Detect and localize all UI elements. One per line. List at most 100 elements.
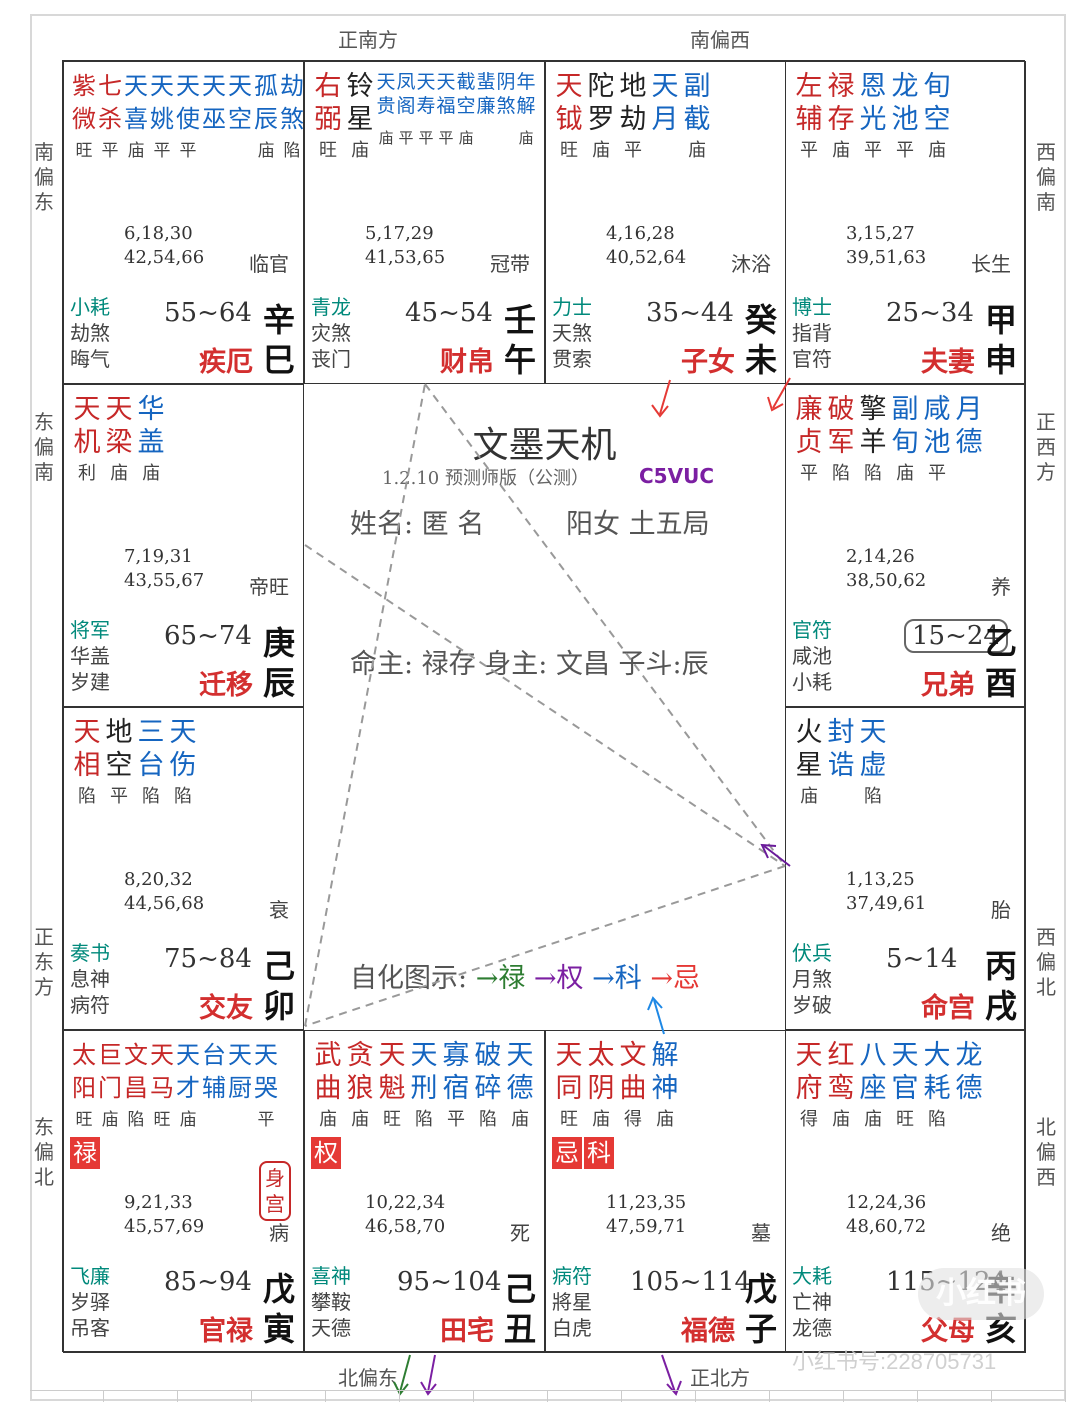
minor-god-0: 伏兵	[792, 941, 832, 965]
minor-star-7: 年解庙	[516, 70, 536, 166]
decade-range[interactable]: 105~114	[630, 1267, 751, 1297]
star-2: 擎羊陷	[857, 393, 889, 489]
star-brightness: 陷	[78, 786, 96, 807]
decade-range[interactable]: 95~104	[397, 1267, 502, 1297]
star-name: 禄存	[827, 71, 855, 135]
star-brightness: 庙	[800, 786, 818, 807]
palace-name[interactable]: 命宫	[921, 993, 975, 1024]
decade-range[interactable]: 15~24	[904, 619, 1008, 653]
decade-range[interactable]: 75~84	[164, 944, 252, 974]
palace-name[interactable]: 田宅	[440, 1316, 494, 1347]
star-brightness: 陷	[127, 1110, 145, 1130]
stem-branch: 乙酉	[985, 623, 1017, 703]
star-brightness: 庙	[351, 140, 369, 161]
star-name: 天府	[795, 1040, 823, 1104]
decade-range[interactable]: 45~54	[405, 298, 493, 328]
palace-name[interactable]: 财帛	[440, 347, 494, 378]
star-brightness: 陷	[415, 1109, 433, 1130]
star-1: 七杀平	[97, 70, 123, 166]
decade-range[interactable]: 85~94	[164, 1267, 252, 1297]
minor-god-1: 將星	[552, 1290, 592, 1314]
decade-range[interactable]: 5~14	[886, 944, 957, 974]
direction-bottom-right: 正北方	[690, 1366, 750, 1390]
growth-stage: 帝旺	[249, 575, 289, 599]
star-name: 巨门	[98, 1041, 122, 1102]
star-5: 月德	[953, 393, 985, 489]
palace-name[interactable]: 交友	[199, 993, 253, 1024]
star-brightness: 平	[101, 141, 119, 161]
age-line: 38,50,62	[846, 570, 927, 591]
star-list: 天机利天梁庙华盖庙	[71, 393, 167, 489]
palace-name[interactable]: 福德	[681, 1316, 735, 1347]
age-line: 44,56,68	[124, 893, 205, 914]
palace-name[interactable]: 子女	[681, 347, 735, 378]
stem-branch-char: 戊	[744, 1270, 777, 1308]
palace-name[interactable]: 兄弟	[921, 670, 975, 701]
star-list: 左辅平禄存庙恩光平龙池平旬空庙	[793, 70, 953, 166]
age-line: 37,49,61	[846, 893, 927, 914]
minor-gods: 官符咸池小耗	[792, 617, 832, 695]
star-name: 劫煞	[280, 72, 304, 133]
star-0: 廉贞平	[793, 393, 825, 489]
star-name: 天巫	[202, 72, 226, 133]
star-2: 恩光平	[857, 70, 889, 166]
star-brightness: 平	[438, 129, 454, 147]
minor-gods: 青龙灾煞丧门	[311, 294, 351, 372]
transform-0: 权	[311, 1137, 341, 1169]
palace-name[interactable]: 官禄	[199, 1316, 253, 1347]
minor-star-4: 截空庙	[456, 70, 476, 166]
decade-range[interactable]: 65~74	[164, 621, 252, 651]
minor-god-0: 青龙	[311, 295, 351, 319]
palace-name[interactable]: 父母	[921, 1316, 975, 1347]
age-line: 41,53,65	[365, 247, 446, 268]
star-1: 太阴庙	[585, 1039, 617, 1135]
decade-range[interactable]: 25~34	[886, 298, 974, 328]
star-list: 天府得红鸾庙八座庙天官旺大耗陷龙德	[793, 1039, 985, 1135]
star-brightness: 旺	[75, 1110, 93, 1130]
star-name: 封诰	[827, 717, 855, 781]
star-name: 廉贞	[795, 394, 823, 458]
age-line: 4,16,28	[606, 223, 675, 244]
star-2: 地劫平	[617, 70, 649, 166]
star-0: 太阳旺	[71, 1039, 97, 1135]
star-brightness: 庙	[896, 463, 914, 484]
body-palace-badge: 身宫	[259, 1161, 291, 1221]
star-name: 孤辰	[254, 72, 278, 133]
minor-god-1: 亡神	[792, 1290, 832, 1314]
palace-name[interactable]: 迁移	[199, 670, 253, 701]
star-name: 三台	[137, 717, 165, 781]
minor-gods: 将军华盖岁建	[70, 617, 110, 695]
growth-stage: 临官	[249, 252, 289, 276]
star-brightness: 庙	[101, 1110, 119, 1130]
star-brightness: 陷	[928, 1109, 946, 1130]
star-name: 红鸾	[827, 1040, 855, 1104]
star-brightness: 平	[800, 140, 818, 161]
palace-name[interactable]: 疾厄	[199, 347, 253, 378]
decade-range[interactable]: 55~64	[164, 298, 252, 328]
decade-range-text: 95~104	[397, 1267, 502, 1297]
minor-god-2: 小耗	[792, 670, 832, 694]
star-brightness: 庙	[351, 1109, 369, 1130]
decade-range[interactable]: 35~44	[646, 298, 734, 328]
star-name: 火星	[795, 717, 823, 781]
star-name: 文曲	[619, 1040, 647, 1104]
star-brightness: 庙	[832, 140, 850, 161]
transform-badges: 禄	[70, 1137, 100, 1169]
star-0: 左辅平	[793, 70, 825, 166]
palace-name[interactable]: 夫妻	[921, 347, 975, 378]
